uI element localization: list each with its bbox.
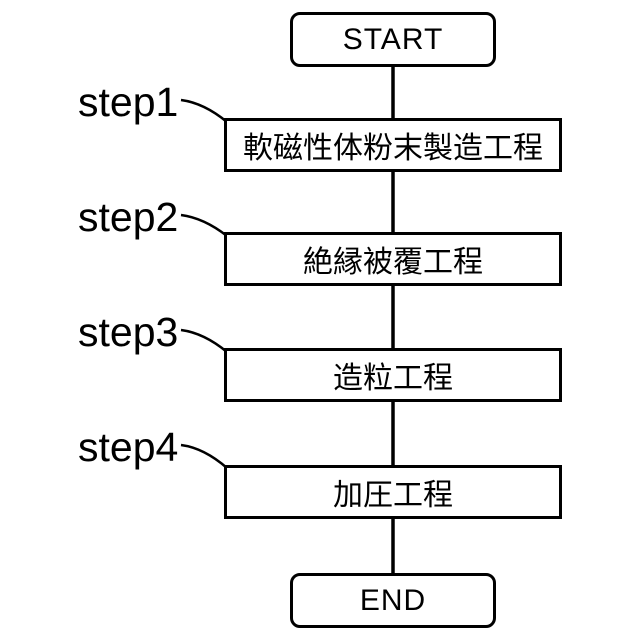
end-node-label: END [359,583,427,617]
leader-line-step1 [180,98,228,123]
leader-line-step3 [180,328,228,353]
step-label-2: step2 [78,194,179,240]
start-node: START [290,12,496,67]
process-box-2-label: 絶縁被覆工程 [303,246,483,279]
leader-line-step4 [180,443,228,469]
step-label-3: step3 [78,309,179,355]
process-box-4: 加圧工程 [224,465,562,519]
process-box-3: 造粒工程 [224,348,562,402]
process-box-3-label: 造粒工程 [333,362,453,395]
step-label-1: step1 [78,79,179,125]
process-box-1: 軟磁性体粉末製造工程 [224,118,562,172]
process-box-1-label: 軟磁性体粉末製造工程 [243,132,543,165]
process-box-4-label: 加圧工程 [333,479,453,512]
step-label-4: step4 [78,424,179,470]
leader-line-step2 [180,213,228,237]
process-box-2: 絶縁被覆工程 [224,232,562,286]
end-node: END [290,573,496,628]
start-node-label: START [342,22,444,56]
